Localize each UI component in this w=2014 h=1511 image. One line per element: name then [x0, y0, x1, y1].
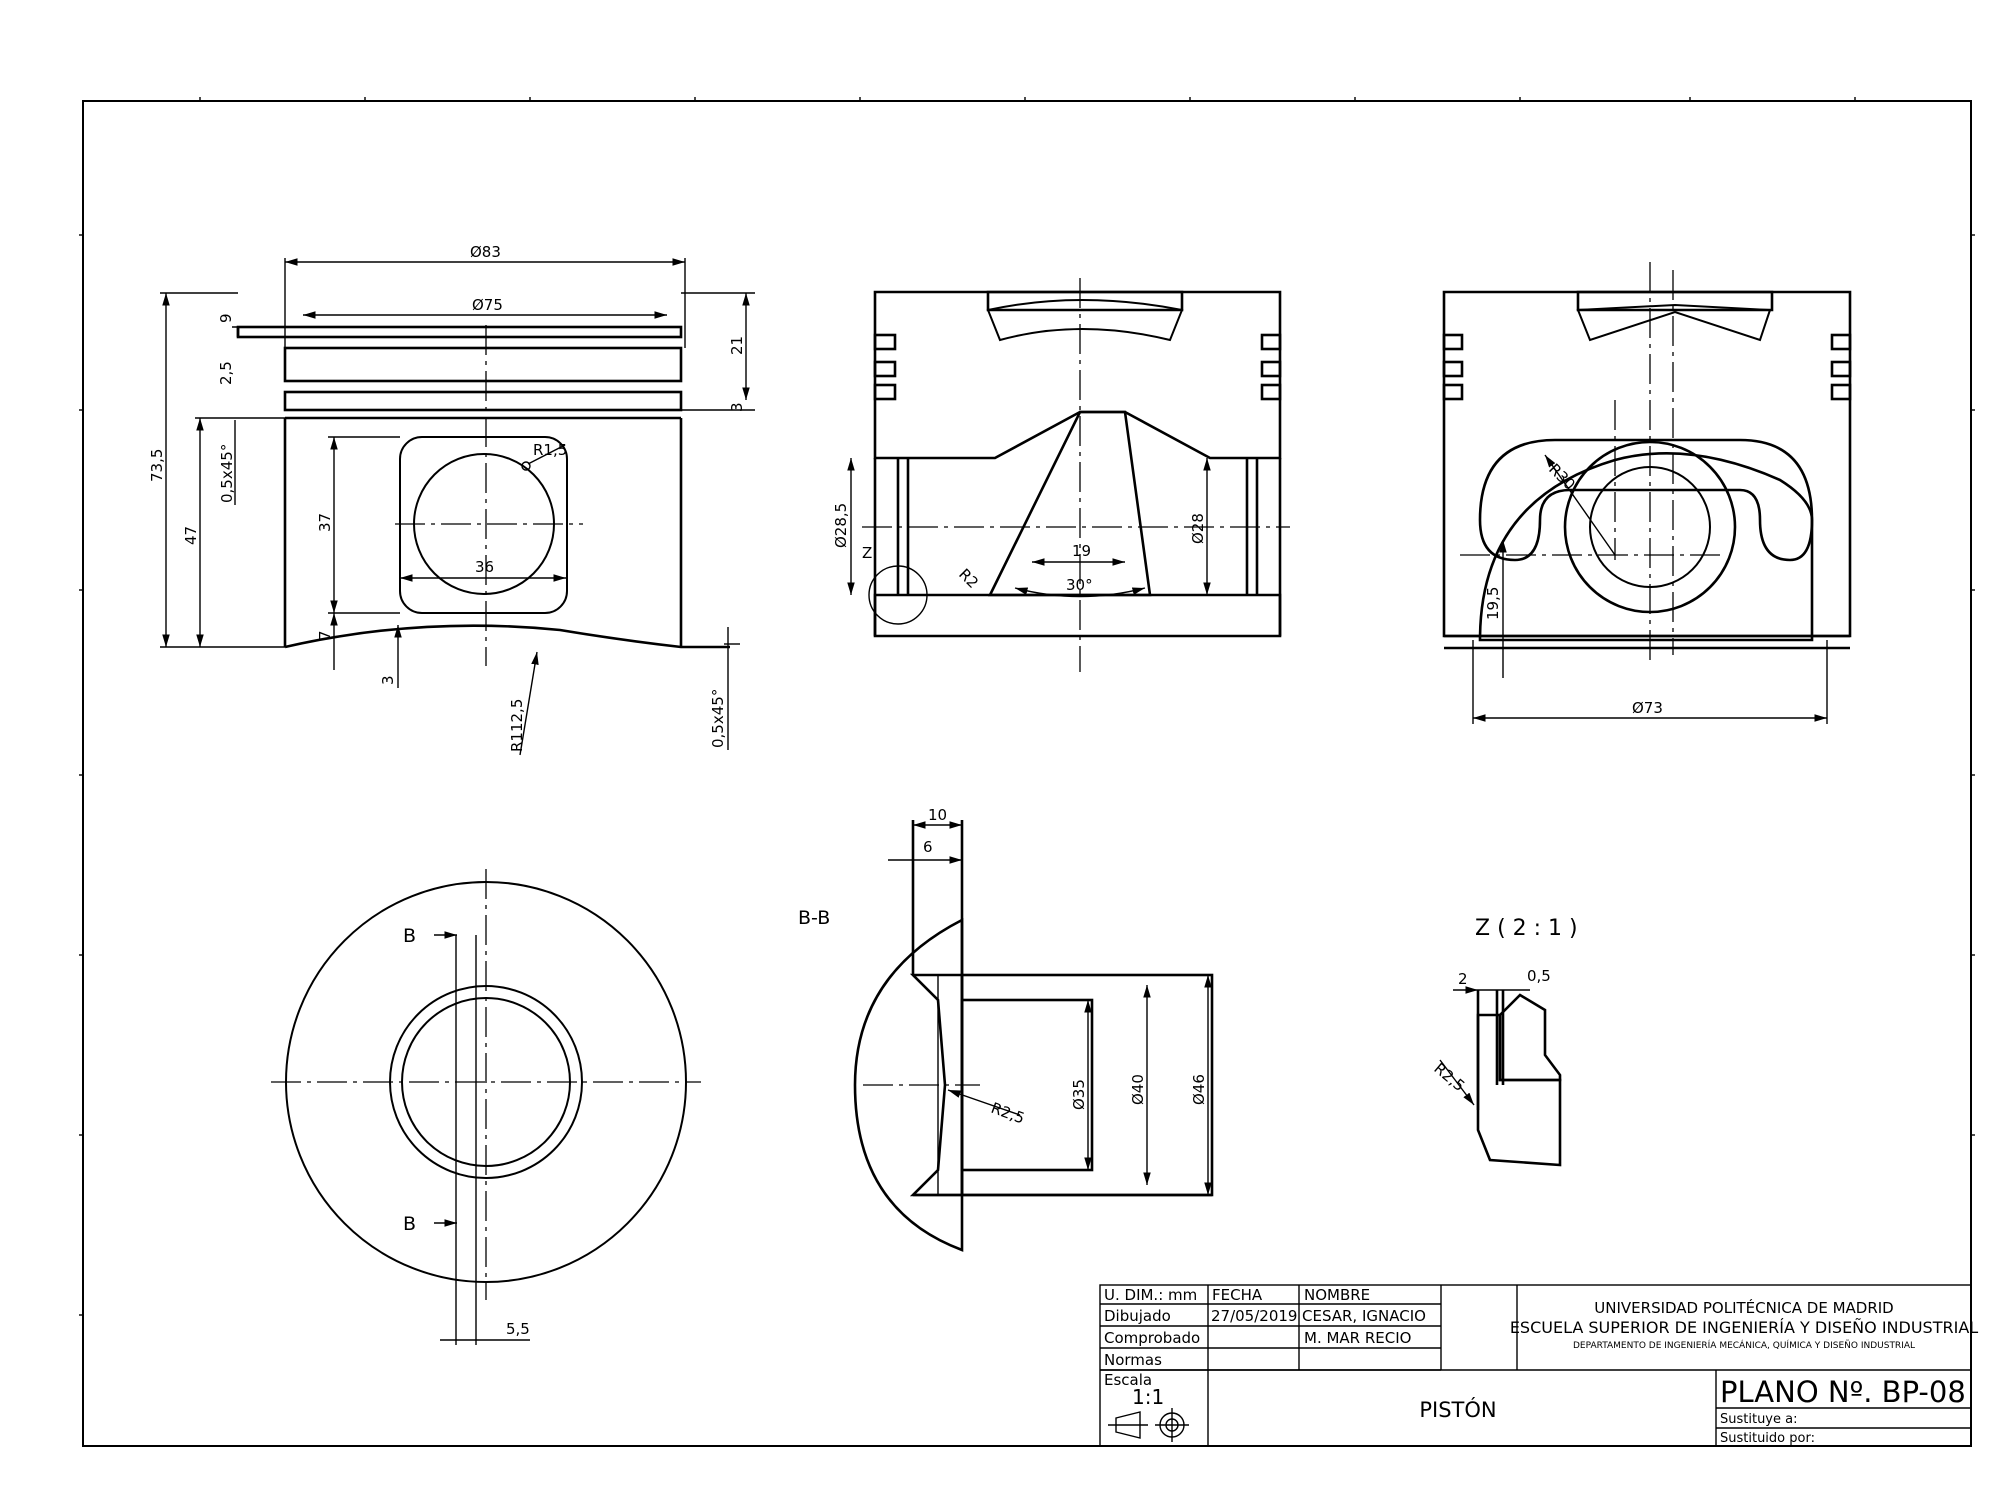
tb-dibujado: Dibujado: [1104, 1307, 1171, 1325]
dim-a30: 30°: [1066, 576, 1093, 594]
drawing-border: [82, 100, 1972, 1447]
dim-w19: 19: [1072, 542, 1091, 560]
dim-d35: Ø35: [1070, 1079, 1088, 1110]
tb-normas: Normas: [1104, 1351, 1162, 1369]
dim-d46: Ø46: [1190, 1074, 1208, 1105]
dim-chamfer-1: 0,5x45°: [218, 444, 236, 503]
dim-h7: 7: [316, 630, 334, 640]
dim-d28-5: Ø28,5: [832, 503, 850, 548]
dim-w36: 36: [475, 558, 494, 576]
dim-chamfer-2: 0,5x45°: [709, 689, 727, 748]
tb-plano: PLANO Nº. BP-08: [1720, 1375, 1966, 1409]
dim-d28: Ø28: [1189, 513, 1207, 544]
dim-w5-5: 5,5: [506, 1320, 530, 1338]
dim-h21: 21: [728, 336, 746, 355]
tb-part-name: PISTÓN: [1419, 1397, 1496, 1422]
dim-h3b: 3: [379, 675, 397, 685]
dim-r112-5: R112,5: [508, 699, 526, 752]
dim-w10: 10: [928, 806, 947, 824]
top-view: B B 5,5: [271, 869, 701, 1345]
section-view-1: Ø28,5 Z R2 19 30° Ø28: [832, 278, 1290, 672]
projection-symbol-icon: [1108, 1408, 1189, 1442]
dim-r1-5: R1,5: [533, 441, 567, 459]
tb-escala-value: 1:1: [1132, 1385, 1164, 1409]
b-label-top: B: [403, 925, 416, 947]
dim-h73-5: 73,5: [148, 449, 166, 482]
dim-h19-5: 19,5: [1484, 587, 1502, 620]
dim-h47: 47: [182, 526, 200, 545]
detail-z-title: Z ( 2 : 1 ): [1475, 916, 1578, 941]
dim-h2-5: 2,5: [217, 361, 235, 385]
tb-fecha-label: FECHA: [1212, 1286, 1263, 1304]
tb-sustituido: Sustituido por:: [1720, 1431, 1815, 1446]
detail-z: Z ( 2 : 1 ) 2 0,5 R2,5: [1430, 916, 1578, 1167]
tb-school: ESCUELA SUPERIOR DE INGENIERÍA Y DISEÑO …: [1510, 1318, 1978, 1337]
dim-w6: 6: [923, 838, 933, 856]
dim-z-0-5: 0,5: [1527, 967, 1551, 985]
dim-h37: 37: [316, 513, 334, 532]
b-label-bottom: B: [403, 1213, 416, 1235]
front-view: Ø83 Ø75 9 2,5 21 3 73,5 47 0,5x45° 37 R1…: [148, 243, 755, 756]
tb-fecha-value: 27/05/2019: [1211, 1307, 1297, 1325]
tb-nombre-value: CESAR, IGNACIO: [1302, 1307, 1426, 1325]
section-bb: B-B 10 6 R2,5 Ø35 Ø40 Ø46: [798, 806, 1214, 1252]
dim-h3: 3: [728, 402, 746, 412]
dim-r2-5a: R2,5: [989, 1099, 1027, 1128]
tb-escala: Escala: [1104, 1371, 1152, 1389]
dim-d73: Ø73: [1632, 699, 1663, 717]
tb-comprobado: Comprobado: [1104, 1329, 1200, 1347]
tb-nombre-label: NOMBRE: [1304, 1286, 1370, 1304]
dim-d40: Ø40: [1129, 1074, 1147, 1105]
section-view-2: R30 19,5 Ø73: [1442, 262, 1852, 724]
title-block: U. DIM.: mm FECHA NOMBRE Dibujado 27/05/…: [1099, 1284, 1978, 1447]
dim-z-2: 2: [1458, 970, 1468, 988]
tb-sustituye: Sustituye a:: [1720, 1412, 1797, 1427]
dim-z-label: Z: [862, 544, 872, 562]
tb-department: DEPARTAMENTO DE INGENIERÍA MECÁNICA, QUÍ…: [1573, 1339, 1915, 1351]
tb-udim: U. DIM.: mm: [1104, 1286, 1197, 1304]
dim-d75: Ø75: [472, 296, 503, 314]
tb-university: UNIVERSIDAD POLITÉCNICA DE MADRID: [1594, 1298, 1893, 1317]
tb-comprobado-value: M. MAR RECIO: [1304, 1329, 1411, 1347]
section-bb-label: B-B: [798, 907, 830, 929]
dim-d83: Ø83: [470, 243, 501, 261]
dim-h9: 9: [217, 313, 235, 323]
dim-r2: R2: [955, 565, 982, 592]
border-ticks: [79, 97, 1975, 1316]
